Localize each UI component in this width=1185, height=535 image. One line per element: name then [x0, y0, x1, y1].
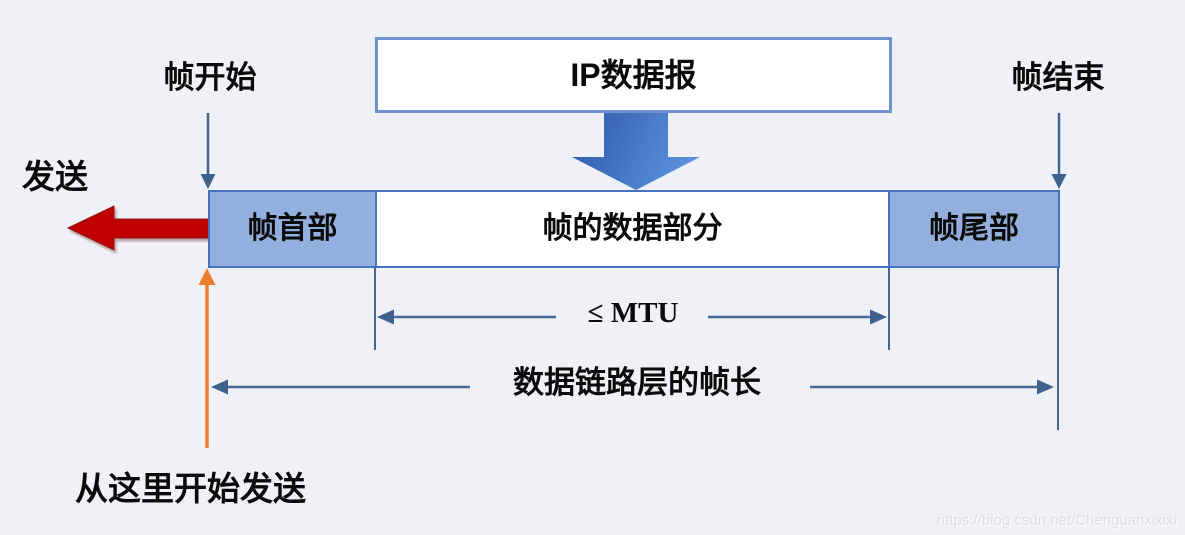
ip-datagram-label: IP数据报 — [570, 57, 697, 93]
frame-end-pointer-down-arrow-icon — [1051, 113, 1067, 189]
frame-header-label: 帧首部 — [247, 212, 338, 245]
ip-datagram-box: IP数据报 — [375, 37, 892, 113]
frame-start-pointer-down-arrow-icon — [200, 113, 216, 189]
frame-start-label: 帧开始 — [163, 60, 257, 95]
send-label: 发送 — [22, 158, 88, 195]
frame-data-cell: 帧的数据部分 — [377, 192, 888, 266]
frame-length-label: 数据链路层的帧长 — [513, 365, 761, 400]
mtu-measure-arrow — [374, 268, 890, 350]
frame-length-measure-arrow — [211, 268, 1059, 430]
ip-to-frame-block-down-arrow-icon — [572, 112, 700, 190]
frame-end-label: 帧结束 — [1011, 60, 1105, 95]
watermark-url: https://blog.csdn.net/Chenguanxixixi — [936, 512, 1177, 529]
frame-trailer-cell: 帧尾部 — [888, 192, 1058, 266]
frame-trailer-label: 帧尾部 — [929, 212, 1019, 245]
start-here-label: 从这里开始发送 — [75, 470, 306, 507]
send-red-left-arrow-icon — [66, 205, 209, 251]
frame-header-cell: 帧首部 — [210, 192, 377, 266]
mtu-label: ≤ MTU — [587, 297, 679, 329]
frame-row: 帧首部 帧的数据部分 帧尾部 — [208, 190, 1060, 268]
frame-data-label: 帧的数据部分 — [542, 212, 723, 245]
send-start-orange-up-arrow-icon — [198, 268, 216, 448]
